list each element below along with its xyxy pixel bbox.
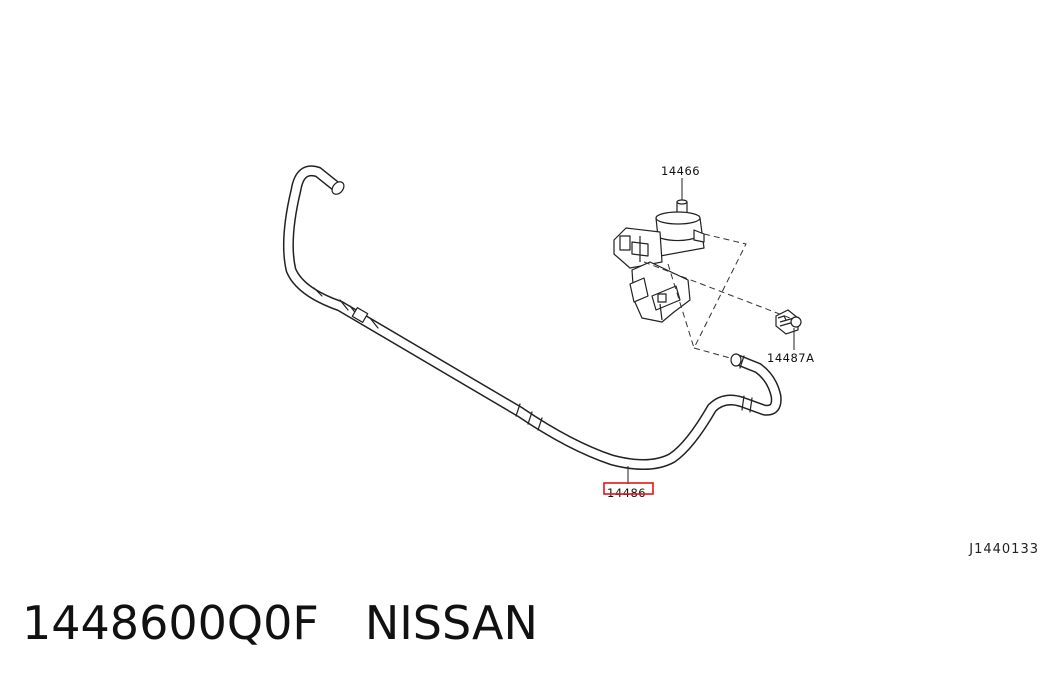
vacuum-hose [282,165,782,470]
highlight-box [603,482,654,495]
solenoid-valve [613,199,705,323]
part-number: 1448600Q0F [22,596,319,650]
brand-name: NISSAN [364,596,538,650]
callout-14466: 14466 [661,164,700,178]
callout-14486: 14486 [607,486,646,500]
caption: 1448600Q0F NISSAN [22,596,538,650]
diagram-reference-code: J1440133 [969,542,1039,557]
parts-diagram: 14466 14487A 14486 [282,164,814,500]
highlighted-callout[interactable]: 14486 [603,482,654,500]
dashed-leaders [643,233,791,359]
callout-14487a: 14487A [767,351,814,365]
callout-leaders [627,178,795,484]
bolt [775,309,802,335]
